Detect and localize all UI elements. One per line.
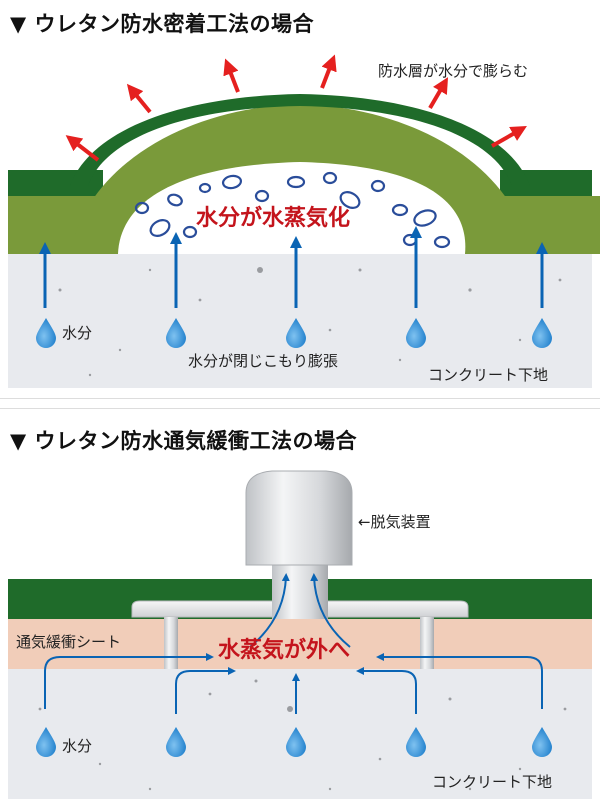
label-concrete-base-2: コンクリート下地 (432, 773, 553, 791)
vapor-flow-up-right (310, 573, 351, 648)
device-neck (272, 559, 328, 619)
ventilation-diagram (8, 470, 592, 799)
label-water: 水分 (62, 324, 93, 342)
label-water-2: 水分 (62, 737, 93, 755)
water-arrows (39, 226, 548, 308)
vapor-flow-left (44, 653, 214, 709)
expansion-arrows (65, 54, 527, 162)
water-drop-icon (36, 727, 552, 757)
device-cap (245, 470, 353, 566)
ventilation-sheet (8, 619, 592, 669)
concrete-specks (58, 267, 562, 377)
label-layer-expands: 防水層が水分で膨らむ (378, 62, 529, 80)
adhesion-diagram (8, 54, 600, 388)
concrete-specks-2 (38, 679, 567, 791)
panel-ventilation-method: ▼ ウレタン防水通気緩衝工法の場合 ←脱気装置 通気緩衝シート 水蒸気が外へ 水… (0, 408, 600, 808)
label-vapor-escapes: 水蒸気が外へ (218, 638, 351, 663)
panel-adhesion-method: ▼ ウレタン防水密着工法の場合 防水層が水分で膨らむ 水分が水蒸気化 水分 水分… (0, 0, 600, 399)
label-vaporization: 水分が水蒸気化 (196, 206, 351, 231)
label-trapped-expansion: 水分が閉じこもり膨張 (188, 352, 339, 370)
section-title-adhesion: ▼ ウレタン防水密着工法の場合 (10, 12, 314, 36)
vapor-flow-up-left (249, 573, 290, 648)
label-ventilation-sheet: 通気緩衝シート (16, 633, 122, 651)
section-title-ventilation: ▼ ウレタン防水通気緩衝工法の場合 (10, 429, 357, 453)
water-drop-icon (36, 318, 552, 348)
vapor-flow-right (376, 653, 543, 709)
label-degassing-device: ←脱気装置 (358, 513, 431, 531)
concrete-base (8, 254, 592, 388)
label-concrete-base: コンクリート下地 (428, 366, 549, 384)
